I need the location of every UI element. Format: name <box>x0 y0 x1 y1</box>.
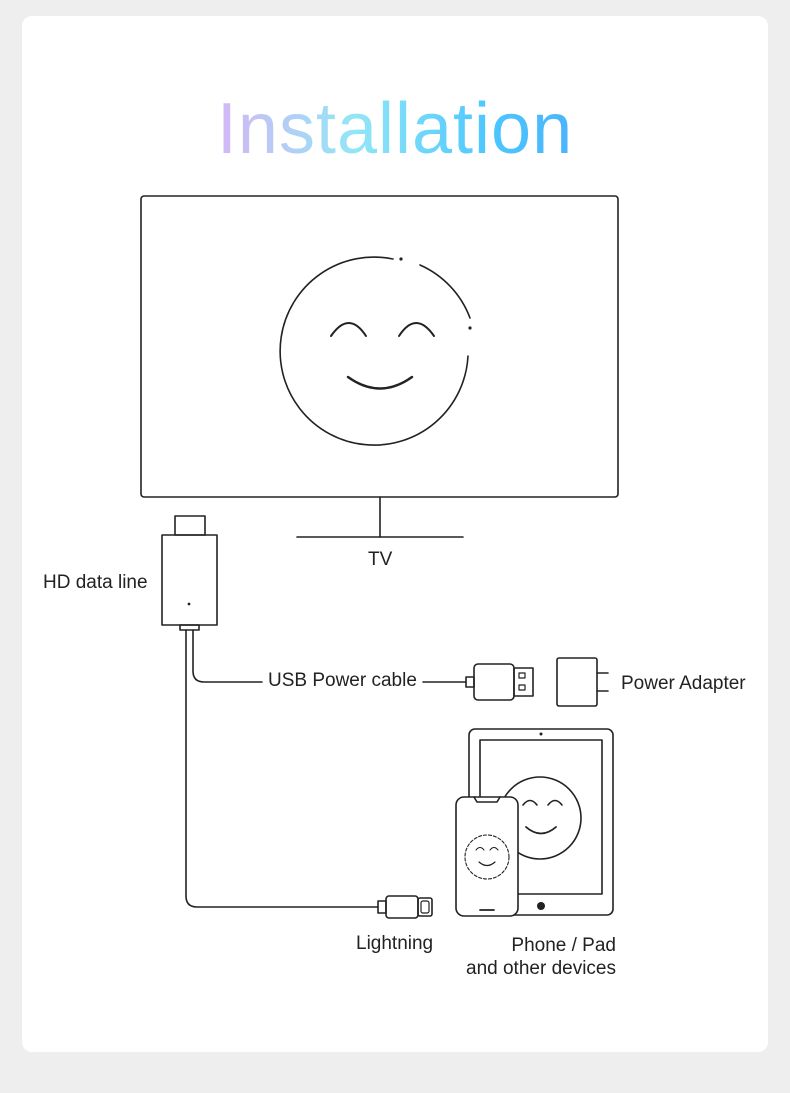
phone-icon <box>455 796 519 917</box>
power-adapter-icon <box>556 657 609 707</box>
usb-plug-icon <box>465 663 534 701</box>
page-title: Installation <box>0 84 790 174</box>
lightning-label: Lightning <box>356 933 434 954</box>
hd-data-line-label: HD data line <box>43 572 148 593</box>
power-adapter-label: Power Adapter <box>621 673 746 694</box>
tv-smiley-icon <box>279 256 472 446</box>
tablet-smiley-icon <box>498 776 582 860</box>
content-card <box>22 16 768 1052</box>
hd-adapter-icon <box>161 515 218 631</box>
usb-power-cable-label: USB Power cable <box>268 670 417 691</box>
lightning-plug-icon <box>377 895 433 919</box>
tv-label: TV <box>368 549 393 570</box>
usb-cable-line <box>192 629 263 683</box>
phone-smiley-icon <box>464 834 510 880</box>
tv-illustration <box>140 195 619 538</box>
devices-label-line2: and other devices <box>466 958 616 979</box>
devices-label-line1: Phone / Pad <box>511 935 616 956</box>
tv-screen <box>140 195 619 498</box>
lightning-cable-line <box>185 629 379 908</box>
